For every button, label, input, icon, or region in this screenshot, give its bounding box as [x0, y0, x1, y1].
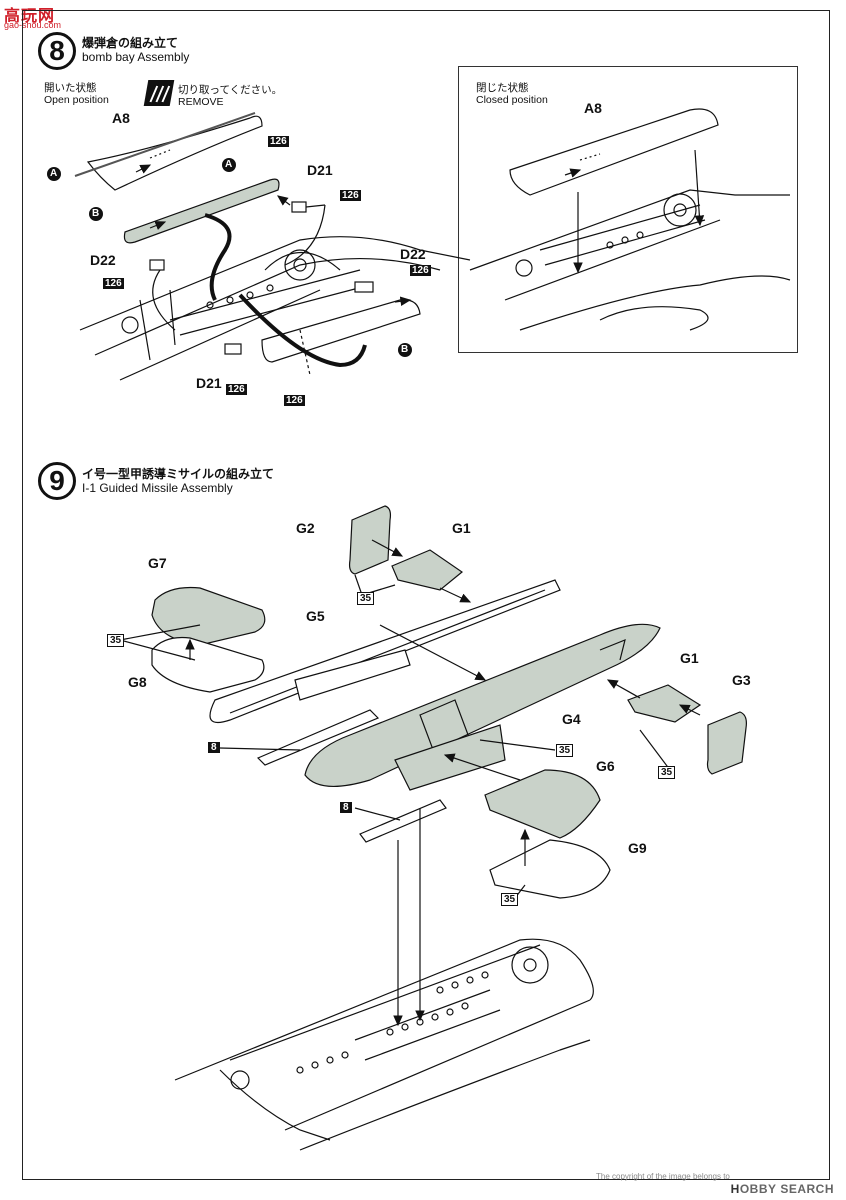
- arrow-g1-g4: [606, 679, 641, 699]
- part-d21-top: [291, 201, 326, 213]
- remove-label-ja: 切り取ってください。: [178, 84, 283, 96]
- part-door-b: [261, 296, 421, 376]
- tag-126-b: 126: [284, 395, 305, 406]
- part-8-rail-upper: [256, 709, 380, 766]
- label-b-right: B: [401, 344, 409, 355]
- tag-126-a: 126: [268, 136, 289, 147]
- arrow-g2-g1: [371, 539, 404, 557]
- part-d22-left: [149, 259, 165, 271]
- part-g5: [209, 579, 561, 724]
- label-a-left: A: [50, 168, 58, 179]
- leader-35-g1: [639, 729, 671, 771]
- connect-line-b: [238, 293, 367, 368]
- label-g1-right: G1: [680, 650, 699, 666]
- tag-8-lower: 8: [340, 802, 352, 813]
- tag-35-top: 35: [357, 592, 375, 605]
- part-a8-door: [74, 112, 263, 191]
- step-9-title-ja: イ号一型甲誘導ミサイルの組み立て: [82, 467, 275, 481]
- watermark-url: gao-shou.com: [4, 20, 62, 30]
- label-g1-top: G1: [452, 520, 471, 536]
- tag-35-g1: 35: [658, 766, 676, 779]
- part-door-a: [123, 178, 280, 244]
- tag-126-d21: 126: [340, 190, 361, 201]
- label-d22-right: D22: [400, 246, 426, 262]
- part-g8: [151, 636, 265, 693]
- marker-a-door: [222, 158, 236, 172]
- tag-126-d21-bottom: 126: [226, 384, 247, 395]
- tag-35-g4: 35: [556, 744, 574, 757]
- tag-35-g7: 35: [107, 634, 125, 647]
- label-a8-closed: A8: [584, 100, 602, 116]
- marker-a-left: [47, 167, 61, 181]
- part-g2: [348, 505, 392, 575]
- marker-b-left: [89, 207, 103, 221]
- leader-35-g4: [479, 739, 556, 751]
- step-8-number: 8: [38, 32, 76, 70]
- step-8-title-ja: 爆弾倉の組み立て: [82, 36, 179, 50]
- remove-label-en: REMOVE: [178, 96, 224, 108]
- cut-off-icon: [143, 80, 175, 106]
- arrow-g6-g4: [443, 753, 521, 781]
- label-g9: G9: [628, 840, 647, 856]
- part-g9: [489, 828, 611, 899]
- label-g6: G6: [596, 758, 615, 774]
- tag-126-d22-right: 126: [410, 265, 431, 276]
- label-g5: G5: [306, 608, 325, 624]
- part-d21-bottom: [224, 343, 242, 355]
- footer-watermark: HOBBY SEARCH: [730, 1182, 834, 1196]
- label-d21-top: D21: [307, 162, 333, 178]
- closed-position-ja: 閉じた状態: [476, 82, 529, 94]
- open-position-ja: 開いた状態: [44, 82, 97, 94]
- label-g7: G7: [148, 555, 167, 571]
- part-g1-top: [391, 549, 463, 591]
- part-g1-right: [627, 684, 702, 723]
- tag-35-g9: 35: [501, 893, 519, 906]
- leader-8-upper: [219, 747, 301, 751]
- label-g2: G2: [296, 520, 315, 536]
- closed-fuselage: [469, 189, 791, 331]
- arrow-g1-body: [439, 587, 472, 603]
- part-g6: [484, 769, 601, 839]
- label-b-left: B: [92, 208, 100, 219]
- tag-126-d22: 126: [103, 278, 124, 289]
- label-d22-left: D22: [90, 252, 116, 268]
- arrow-g5-g4: [379, 624, 487, 681]
- leader-8-lower: [354, 807, 401, 821]
- footer-copyright-note: The copyright of the image belongs to: [596, 1172, 730, 1181]
- closed-position-box: [458, 66, 798, 353]
- part-8-rail-lower: [359, 799, 447, 843]
- closed-position-en: Closed position: [476, 94, 548, 106]
- label-a-door: A: [225, 159, 233, 170]
- arrow-d21-top: [277, 195, 291, 206]
- step-8-title-en: bomb bay Assembly: [82, 50, 190, 64]
- step-9-number: 9: [38, 462, 76, 500]
- lower-fuselage: [174, 938, 594, 1151]
- leader-d21: [284, 204, 326, 266]
- label-g4: G4: [562, 711, 581, 727]
- label-g8: G8: [128, 674, 147, 690]
- closed-a8-door: [509, 108, 719, 196]
- watermark-logo: 高玩网: [4, 8, 56, 25]
- marker-b-right: [398, 343, 412, 357]
- closed-arrow-right: [694, 149, 705, 227]
- instruction-sheet-frame: [22, 10, 830, 1180]
- part-g7: [151, 586, 266, 646]
- label-d21-bottom: D21: [196, 375, 222, 391]
- open-position-en: Open position: [44, 94, 109, 106]
- tag-8-upper: 8: [208, 742, 220, 753]
- leader-35-g7: [119, 624, 201, 661]
- leader-d22: [152, 269, 176, 331]
- step-9-title-en: I-1 Guided Missile Assembly: [82, 481, 233, 495]
- label-a8-open: A8: [112, 110, 130, 126]
- rivet-row: [296, 971, 489, 1074]
- arrow-g3-g1: [678, 704, 701, 716]
- connect-line-a: [204, 213, 232, 301]
- part-d22-right: [354, 281, 374, 293]
- part-g3: [706, 711, 747, 775]
- label-g3: G3: [732, 672, 751, 688]
